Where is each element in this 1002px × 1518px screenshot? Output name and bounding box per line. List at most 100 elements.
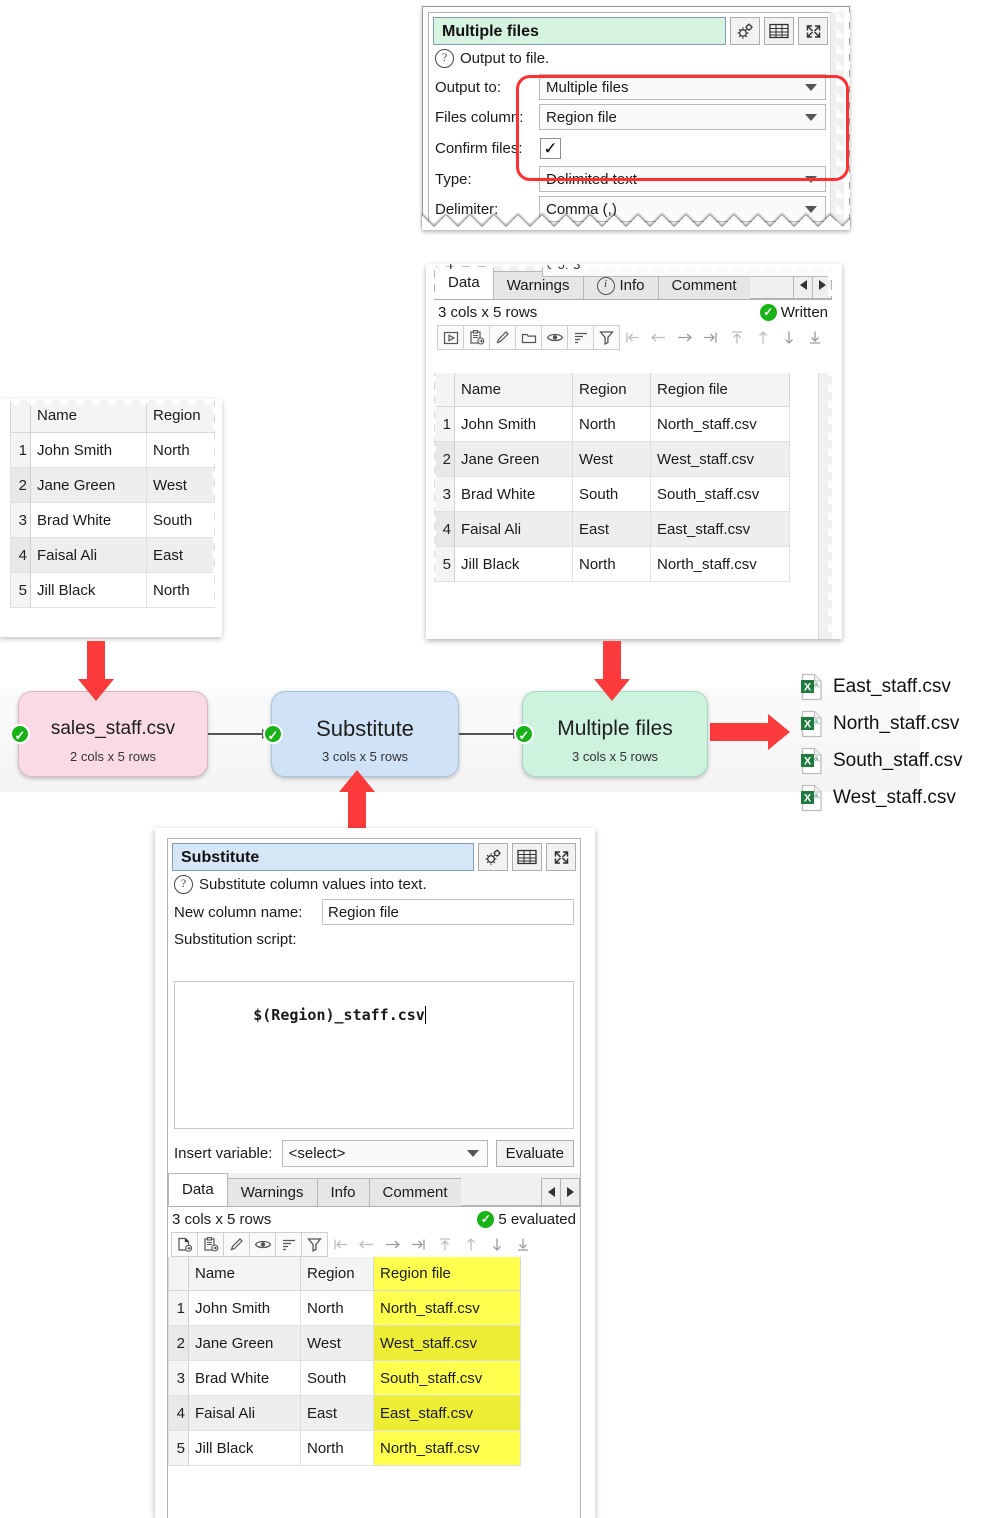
tab-warnings[interactable]: Warnings <box>226 1178 318 1206</box>
table-cell[interactable]: West <box>300 1325 374 1361</box>
new-column-name-input[interactable]: Region file <box>322 899 574 925</box>
table-cell[interactable]: North_staff.csv <box>373 1290 521 1326</box>
tab-scroll-left-button[interactable] <box>541 1178 561 1206</box>
col-header-name[interactable]: Name <box>454 373 573 407</box>
table-cell[interactable]: North <box>300 1430 374 1466</box>
table-cell[interactable]: South <box>146 502 215 538</box>
confirm-files-checkbox[interactable]: ✓ <box>540 137 561 159</box>
new-file-icon[interactable] <box>171 1232 198 1257</box>
last-row-icon[interactable] <box>509 1232 536 1257</box>
files-column-combo[interactable]: Region file <box>539 104 826 130</box>
table-cell[interactable]: Brad White <box>188 1360 301 1396</box>
expand-icon[interactable] <box>546 843 576 871</box>
expand-icon[interactable] <box>798 17 828 45</box>
sort-icon[interactable] <box>275 1232 302 1257</box>
evaluate-button[interactable]: Evaluate <box>495 1139 574 1167</box>
table-cell[interactable]: East_staff.csv <box>650 511 790 547</box>
table-cell[interactable]: Jane Green <box>454 441 573 477</box>
last-col-icon[interactable] <box>405 1232 432 1257</box>
table-cell[interactable]: John Smith <box>30 432 147 468</box>
table-cell[interactable]: East_staff.csv <box>373 1395 521 1431</box>
gear-icon[interactable] <box>730 17 760 45</box>
table-cell[interactable]: Jill Black <box>188 1430 301 1466</box>
prev-row-icon[interactable] <box>457 1232 484 1257</box>
edit-icon[interactable] <box>223 1232 250 1257</box>
table-icon[interactable] <box>512 843 542 871</box>
table-cell[interactable]: North <box>146 572 215 608</box>
table-cell[interactable]: West_staff.csv <box>373 1325 521 1361</box>
flow-node-source[interactable]: ✓ sales_staff.csv 2 cols x 5 rows <box>10 691 208 777</box>
table-cell[interactable]: South_staff.csv <box>373 1360 521 1396</box>
script-editor[interactable]: $(Region)_staff.csv <box>174 981 574 1129</box>
tab-data[interactable]: Data <box>168 1173 228 1206</box>
table-cell[interactable]: Jane Green <box>188 1325 301 1361</box>
folder-icon[interactable] <box>515 325 542 350</box>
table-cell[interactable]: Faisal Ali <box>454 511 573 547</box>
col-header-region[interactable]: Region <box>572 373 651 407</box>
next-row-icon[interactable] <box>775 325 802 350</box>
table-cell[interactable]: Jane Green <box>30 467 147 503</box>
last-row-icon[interactable] <box>801 325 828 350</box>
prev-row-icon[interactable] <box>749 325 776 350</box>
table-cell[interactable]: West <box>146 467 215 503</box>
paste-icon[interactable] <box>463 325 490 350</box>
table-cell[interactable]: Faisal Ali <box>188 1395 301 1431</box>
eye-icon[interactable] <box>249 1232 276 1257</box>
filter-icon[interactable] <box>301 1232 328 1257</box>
panel-title-field[interactable]: Multiple files <box>433 17 726 45</box>
table-cell[interactable]: Jill Black <box>454 546 573 582</box>
first-col-icon[interactable] <box>327 1232 354 1257</box>
gear-icon[interactable] <box>478 843 508 871</box>
tab-scroll-right-button[interactable] <box>560 1178 580 1206</box>
table-cell[interactable]: North_staff.csv <box>650 406 790 442</box>
table-cell[interactable]: North <box>146 432 215 468</box>
table-cell[interactable]: John Smith <box>188 1290 301 1326</box>
eye-icon[interactable] <box>541 325 568 350</box>
table-cell[interactable]: East <box>146 537 215 573</box>
table-cell[interactable]: North <box>572 406 651 442</box>
flow-node-output[interactable]: ✓ Multiple files 3 cols x 5 rows <box>514 691 708 777</box>
tab-comment[interactable]: Comment <box>368 1178 462 1206</box>
table-cell[interactable]: South <box>572 476 651 512</box>
table-cell[interactable]: Brad White <box>454 476 573 512</box>
help-icon[interactable]: ? <box>174 875 193 894</box>
table-cell[interactable]: South <box>300 1360 374 1396</box>
table-cell[interactable]: Brad White <box>30 502 147 538</box>
help-icon[interactable]: ? <box>435 49 454 68</box>
table-cell[interactable]: South_staff.csv <box>650 476 790 512</box>
table-cell[interactable]: West <box>572 441 651 477</box>
type-combo[interactable]: Delimited text <box>539 166 826 192</box>
col-header-region-file[interactable]: Region file <box>373 1257 521 1291</box>
table-cell[interactable]: North <box>572 546 651 582</box>
run-icon[interactable] <box>437 325 464 350</box>
edit-icon[interactable] <box>489 325 516 350</box>
table-cell[interactable]: North <box>300 1290 374 1326</box>
table-cell[interactable]: East <box>300 1395 374 1431</box>
prev-col-icon[interactable] <box>353 1232 380 1257</box>
col-header-name[interactable]: Name <box>188 1257 301 1291</box>
output-to-combo[interactable]: Multiple files <box>539 74 826 100</box>
table-cell[interactable]: North_staff.csv <box>373 1430 521 1466</box>
table-cell[interactable]: North_staff.csv <box>650 546 790 582</box>
col-header-region-file[interactable]: Region file <box>650 373 790 407</box>
sort-icon[interactable] <box>567 325 594 350</box>
